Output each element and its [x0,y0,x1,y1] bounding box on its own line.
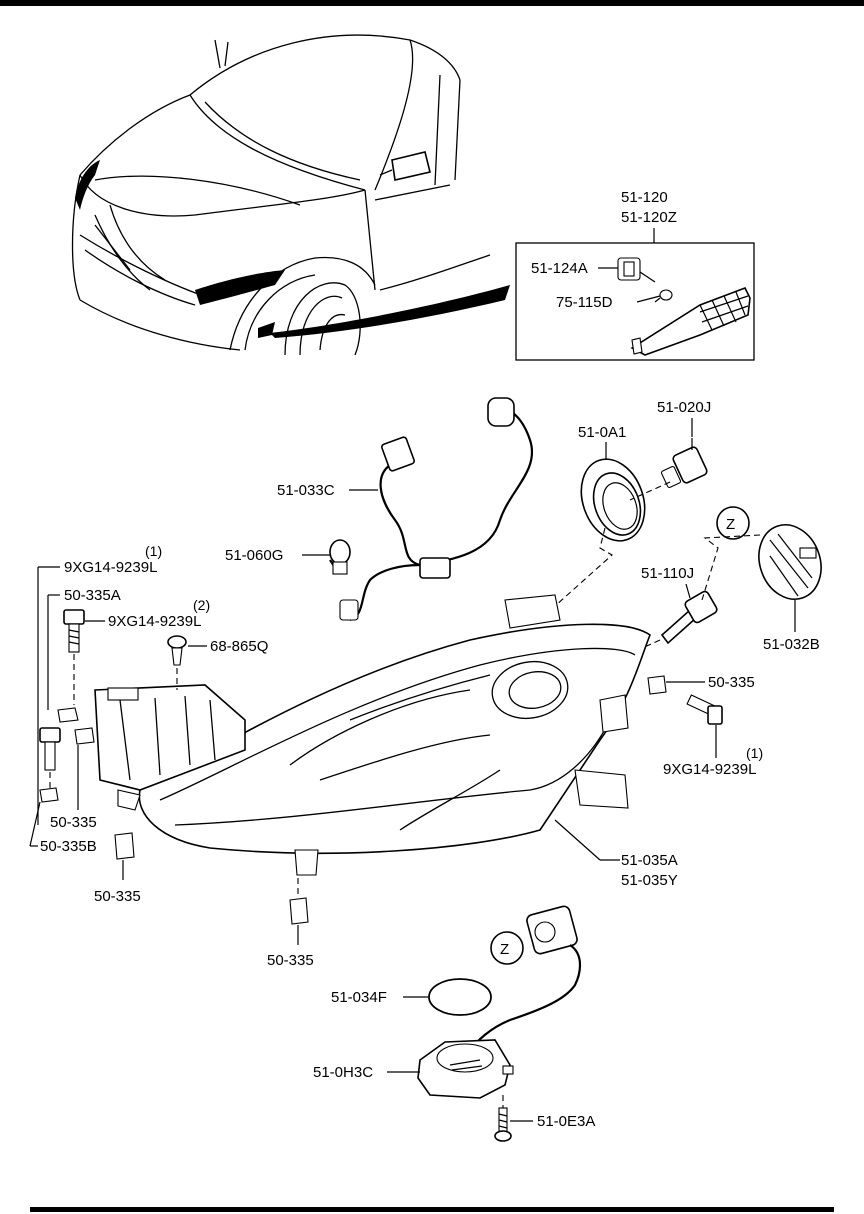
headlamp-cover-seal-icon [580,458,646,542]
label-51-060g: 51-060G [225,547,283,564]
clip-50-335-bottom-center-icon [289,897,309,925]
label-51-124a: 51-124A [531,260,588,277]
label-50-335-bottom-left: 50-335 [94,888,141,905]
label-51-110j: 51-110J [641,565,694,582]
halogen-bulb-icon [660,438,708,489]
reference-z-marker-top: Z [716,506,750,540]
label-51-0a1: 51-0A1 [578,424,626,441]
label-51-120z: 51-120Z [621,209,677,226]
label-50-335-right: 50-335 [708,674,755,691]
clip-50-335-right-icon [647,675,667,695]
label-9xg14-9239l-a: 9XG14-9239L [64,559,157,576]
label-51-0e3a: 51-0E3A [537,1113,595,1130]
top-border [0,0,864,6]
label-50-335a: 50-335A [64,587,121,604]
bottom-border [30,1207,834,1212]
bolt-icon [63,609,85,653]
label-qty-1-b: (1) [746,745,763,761]
label-51-020j: 51-020J [657,399,711,416]
label-68-865q: 68-865Q [210,638,268,655]
clip-50-335a-icon [57,707,79,723]
label-51-032b: 51-032B [763,636,820,653]
clip-50-335-bottom-left-icon [114,832,135,860]
label-51-033c: 51-033C [277,482,335,499]
headlamp-assembly [94,594,651,876]
label-qty-2: (2) [193,597,210,613]
wedge-bulb-icon [654,289,673,303]
small-bulb-icon [329,539,351,575]
label-75-115d: 75-115D [556,294,613,311]
label-51-120: 51-120 [621,189,668,206]
z-label-bottom: Z [500,941,509,958]
bolt-left-icon [39,727,61,771]
hid-bulb-icon [660,590,718,645]
reference-z-marker-bottom: Z [490,931,524,965]
screw-icon [494,1107,512,1142]
igniter-connector-icon [526,905,578,955]
car-illustration [71,34,510,356]
label-51-035a: 51-035A [621,852,678,869]
label-9xg14-9239l-b: 9XG14-9239L [108,613,201,630]
o-ring-icon [428,978,492,1016]
label-9xg14-9239l-c: 9XG14-9239L [663,761,756,778]
side-marker-box: 51-120 51-120Z 51-124A 75-115D [515,189,755,361]
label-51-0h3c: 51-0H3C [313,1064,373,1081]
wiring-harness [329,397,533,622]
harness-connector-icon [339,397,515,621]
clip-50-335-left-icon [74,727,95,745]
label-50-335b: 50-335B [40,838,97,855]
clip-50-335b-icon [39,787,59,803]
push-clip-icon [167,635,187,666]
label-50-335-bottom-center: 50-335 [267,952,314,969]
label-50-335-left: 50-335 [50,814,97,831]
headlamp-rear-cap-icon [758,524,822,600]
label-51-035y: 51-035Y [621,872,678,889]
label-51-034f: 51-034F [331,989,387,1006]
z-label-top: Z [726,516,735,533]
label-qty-1-a: (1) [145,543,162,559]
bolt-right-icon [686,694,723,725]
side-marker-lens-icon [630,286,751,356]
ballast-unit-icon [417,1039,514,1099]
bulb-socket-icon [617,257,656,283]
